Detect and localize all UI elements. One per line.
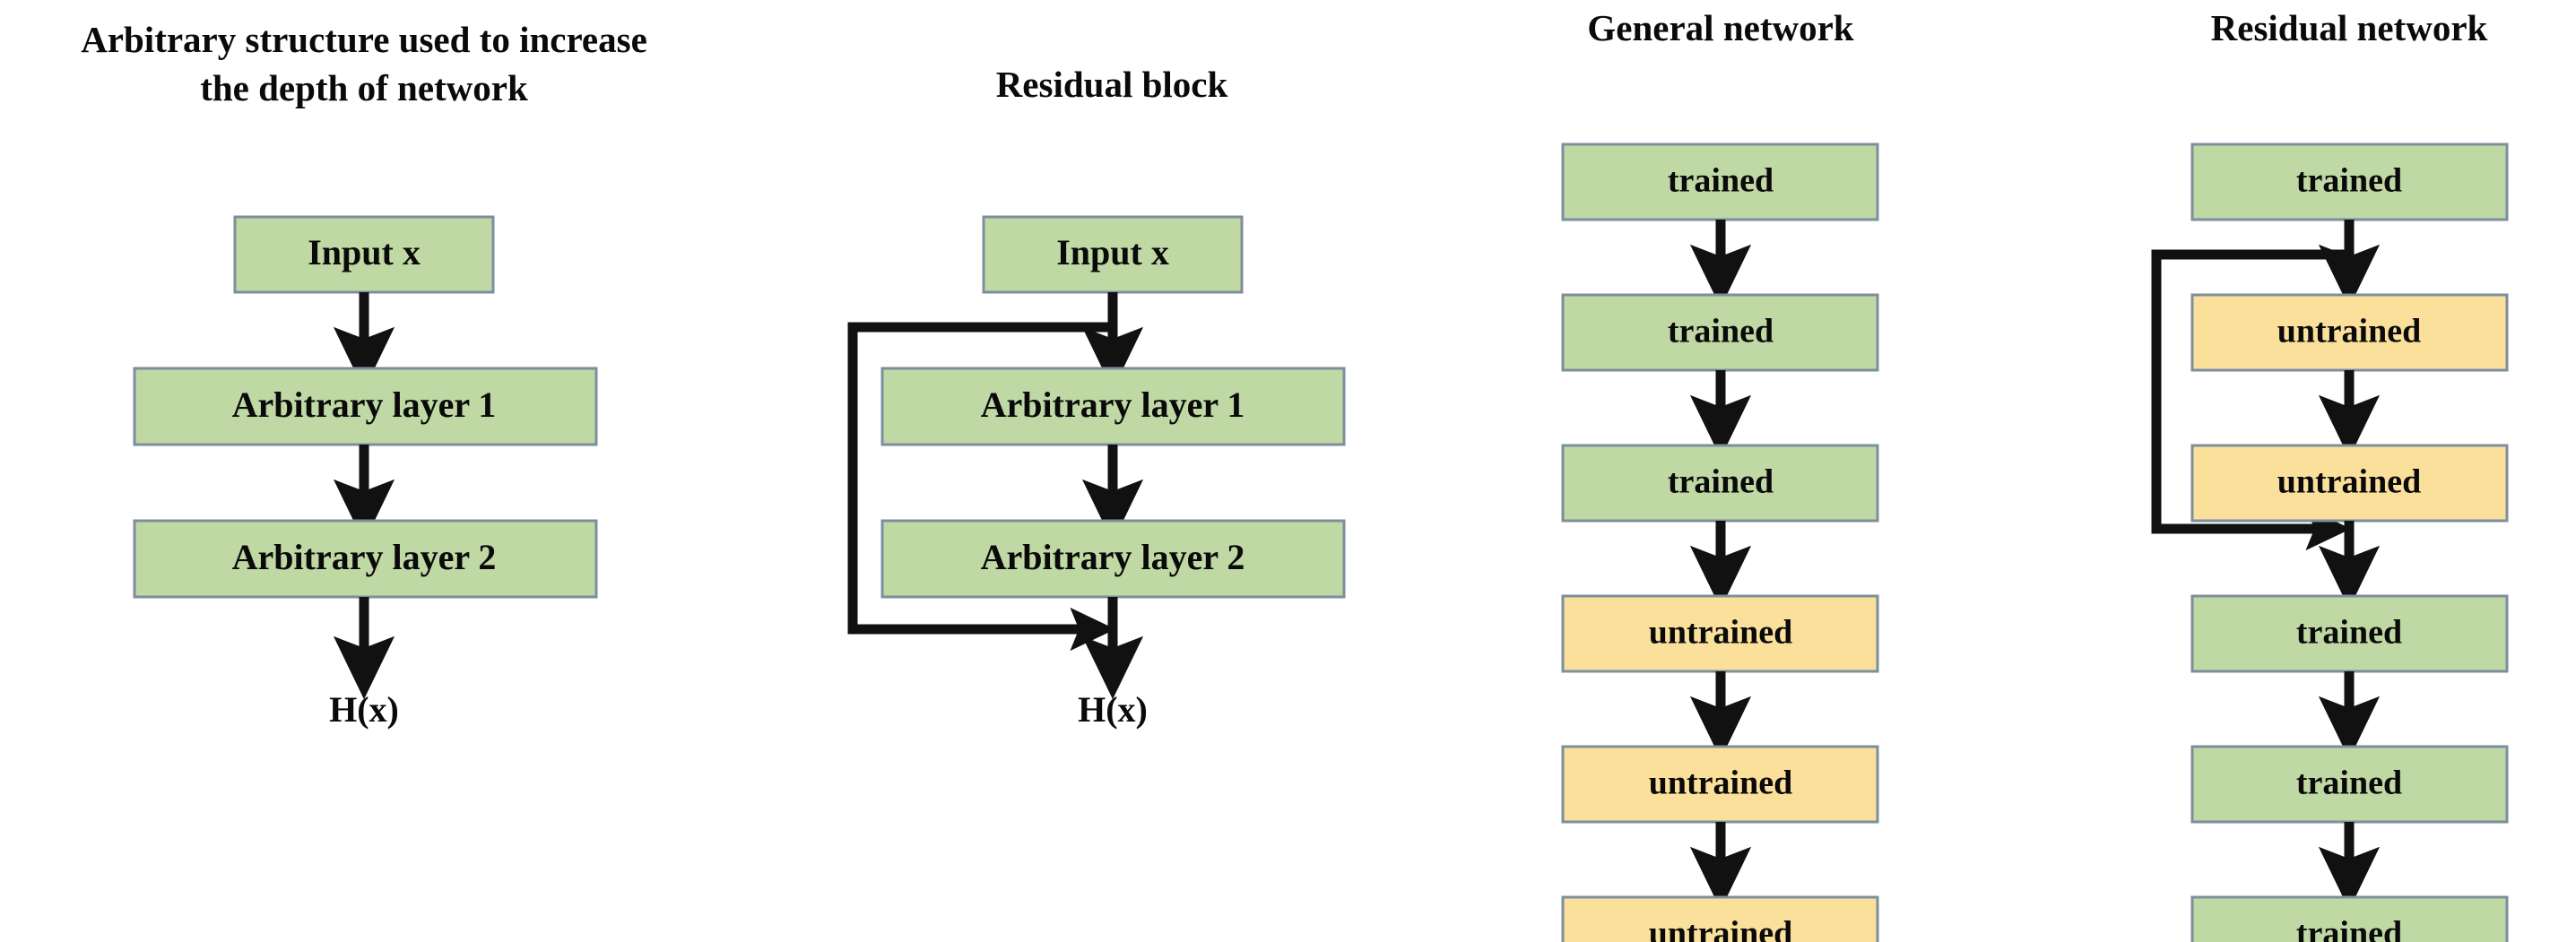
node-box[interactable] — [2190, 895, 2509, 942]
node-label: trained — [2296, 614, 2402, 652]
node-box[interactable] — [2190, 745, 2509, 824]
panel-title-residual-network: Residual network — [2211, 7, 2488, 48]
node-input-x-p2[interactable]: Input x — [982, 215, 1244, 294]
node-general-6[interactable]: untrained — [1561, 895, 1879, 942]
skip-connection-p4 — [2151, 249, 2352, 551]
node-residual-2[interactable]: untrained — [2190, 293, 2509, 372]
node-box[interactable] — [2190, 444, 2509, 523]
node-general-2[interactable]: trained — [1561, 293, 1879, 372]
node-label: Input x — [308, 232, 421, 272]
node-label: trained — [1668, 463, 1774, 501]
panel-title-arbitrary-structure-line1: Arbitrary structure used to increase — [81, 19, 647, 60]
node-label: Arbitrary layer 1 — [981, 385, 1245, 425]
node-box[interactable] — [1561, 895, 1879, 942]
panel-arbitrary-structure: Arbitrary structure used to increase the… — [81, 19, 647, 730]
node-label: Input x — [1056, 232, 1169, 272]
node-box[interactable] — [2190, 594, 2509, 673]
node-residual-6[interactable]: trained — [2190, 895, 2509, 942]
node-label: Arbitrary layer 1 — [232, 385, 497, 425]
node-box[interactable] — [1561, 745, 1879, 824]
node-residual-1[interactable]: trained — [2190, 143, 2509, 221]
node-residual-4[interactable]: trained — [2190, 594, 2509, 673]
panel-general-network: General network trained trained trained — [1561, 7, 1879, 942]
skip-connection-p2 — [847, 322, 1116, 652]
node-label: untrained — [1649, 765, 1792, 802]
node-box[interactable] — [133, 367, 598, 446]
node-residual-3[interactable]: untrained — [2190, 444, 2509, 523]
node-label: Arbitrary layer 2 — [981, 537, 1245, 577]
node-general-4[interactable]: untrained — [1561, 594, 1879, 673]
node-box[interactable] — [133, 519, 598, 599]
node-arbitrary-layer-2-p2[interactable]: Arbitrary layer 2 — [880, 519, 1346, 599]
node-arbitrary-layer-2-p1[interactable]: Arbitrary layer 2 — [133, 519, 598, 599]
output-label-p1: H(x) — [329, 689, 399, 730]
node-box[interactable] — [1561, 594, 1879, 673]
node-box[interactable] — [1561, 444, 1879, 523]
output-label-p2: H(x) — [1078, 689, 1148, 730]
node-label: trained — [2296, 915, 2402, 942]
node-label: trained — [1668, 162, 1774, 200]
node-label: trained — [2296, 765, 2402, 802]
node-box[interactable] — [1561, 293, 1879, 372]
node-general-3[interactable]: trained — [1561, 444, 1879, 523]
node-box[interactable] — [2190, 143, 2509, 221]
node-label: untrained — [2277, 463, 2421, 501]
panel-title-residual-block: Residual block — [996, 64, 1228, 105]
node-label: untrained — [1649, 915, 1792, 942]
node-label: trained — [2296, 162, 2402, 200]
node-box[interactable] — [880, 367, 1346, 446]
panel-residual-block: Residual block Input x Arbitrary layer 1… — [847, 64, 1346, 730]
node-label: untrained — [1649, 614, 1792, 652]
node-label: Arbitrary layer 2 — [232, 537, 497, 577]
node-general-5[interactable]: untrained — [1561, 745, 1879, 824]
node-arbitrary-layer-1-p1[interactable]: Arbitrary layer 1 — [133, 367, 598, 446]
node-general-1[interactable]: trained — [1561, 143, 1879, 221]
node-input-x-p1[interactable]: Input x — [233, 215, 495, 294]
panel-title-arbitrary-structure-line2: the depth of network — [200, 67, 528, 108]
node-label: untrained — [2277, 313, 2421, 350]
panel-title-general-network: General network — [1587, 7, 1853, 48]
panel-residual-network: Residual network trained untrained untra… — [2151, 7, 2509, 942]
node-box[interactable] — [2190, 293, 2509, 372]
node-box[interactable] — [880, 519, 1346, 599]
node-box[interactable] — [233, 215, 495, 294]
node-label: trained — [1668, 313, 1774, 350]
node-box[interactable] — [1561, 143, 1879, 221]
node-residual-5[interactable]: trained — [2190, 745, 2509, 824]
node-arbitrary-layer-1-p2[interactable]: Arbitrary layer 1 — [880, 367, 1346, 446]
